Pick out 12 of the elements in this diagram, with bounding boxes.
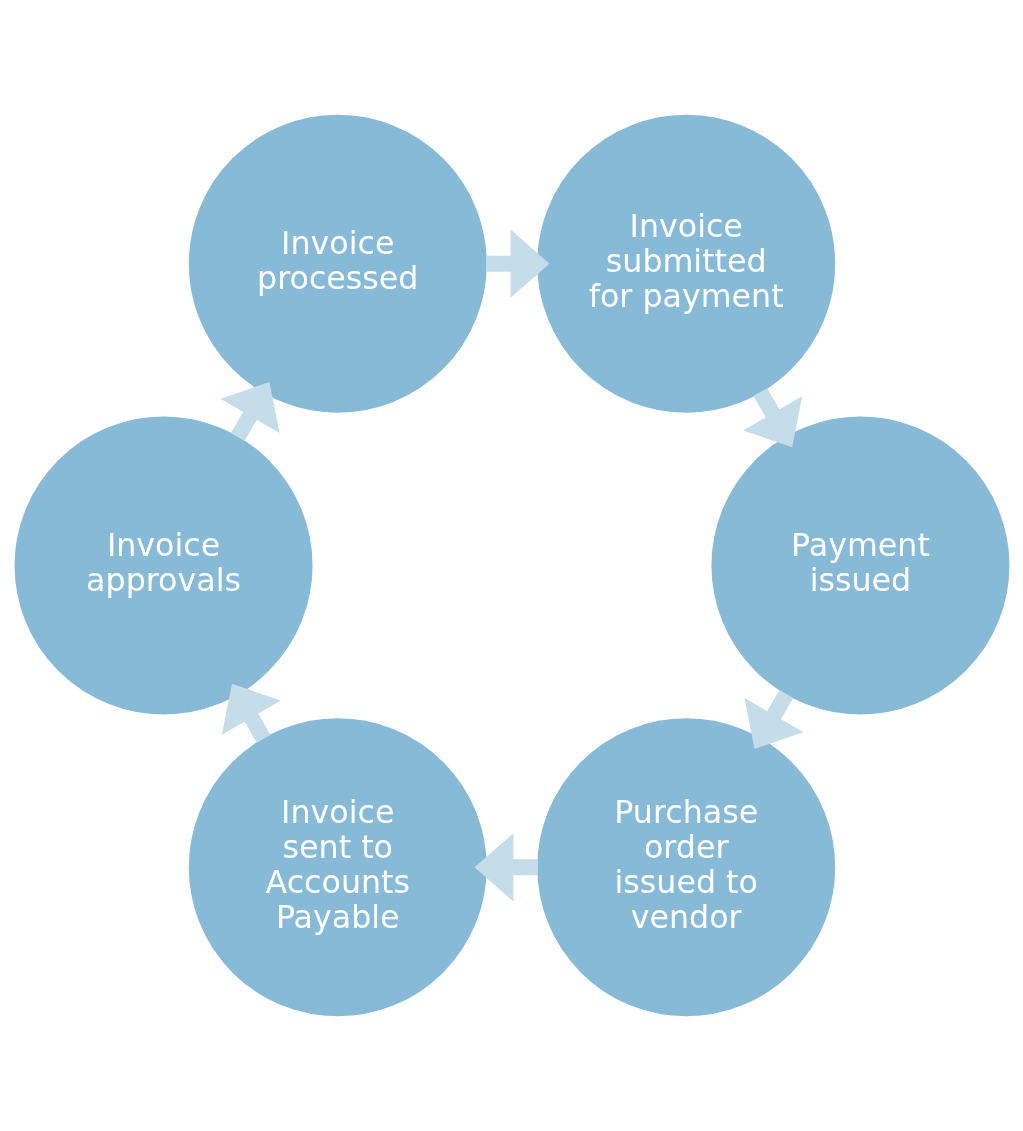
arrow [473,833,538,902]
node-circle: Invoice processed [188,114,487,413]
arrow [219,382,279,442]
node-circle: Invoice submitted for payment [536,114,835,413]
arrow [221,683,281,743]
node-circle: Purchase order issued to vendor [536,718,835,1017]
node-circle: Payment issued [710,416,1009,715]
arrow [485,229,550,298]
node-circle: Invoice sent to Accounts Payable [188,718,487,1017]
arrow [742,388,802,448]
node-circle: Invoice approvals [14,416,313,715]
arrow [744,689,804,749]
